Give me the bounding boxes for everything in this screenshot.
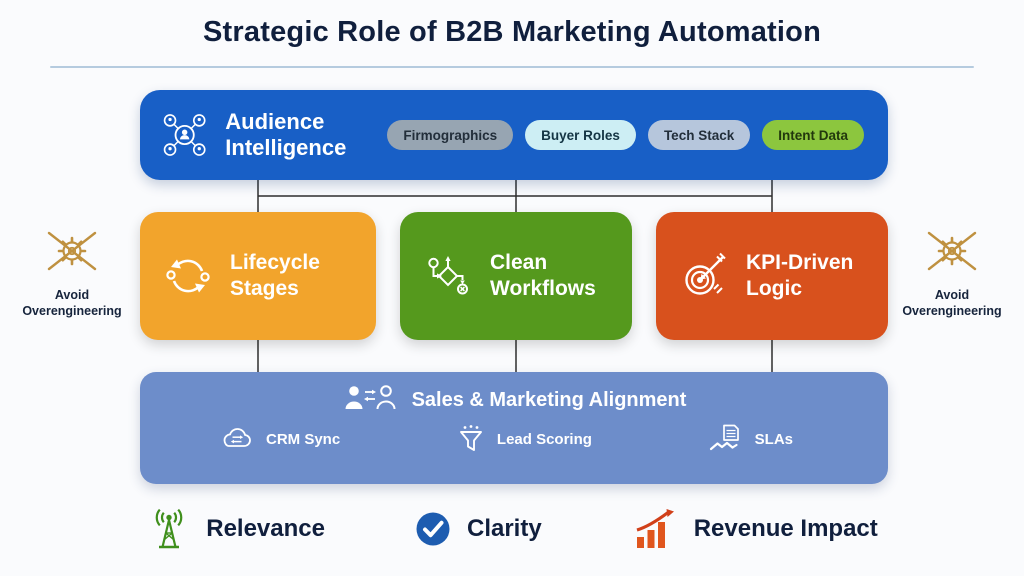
pillar-title: Lifecycle Stages xyxy=(230,251,320,300)
audience-network-icon xyxy=(163,114,206,156)
antenna-icon xyxy=(155,508,183,549)
alignment-items: CRM Sync Lead Scoring xyxy=(140,424,888,454)
alignment-item-lead-scoring: Lead Scoring xyxy=(455,424,592,454)
crm-sync-icon xyxy=(223,428,251,447)
page-title: Strategic Role of B2B Marketing Automati… xyxy=(203,16,821,48)
gear-crossed-icon xyxy=(47,231,97,271)
pill-buyer-roles: Buyer Roles xyxy=(525,120,636,150)
legend-label: Revenue Impact xyxy=(693,515,878,542)
gear-crossed-icon xyxy=(927,231,977,271)
alignment-header: Sales & Marketing Alignment xyxy=(140,383,888,417)
sales-marketing-people-icon xyxy=(345,385,396,410)
warning-left: Avoid Overengineering xyxy=(8,224,136,320)
warning-label: Avoid Overengineering xyxy=(902,288,1002,319)
pillar-title: KPI-Driven Logic xyxy=(746,251,854,300)
check-circle-icon xyxy=(416,512,450,546)
legend-label: Clarity xyxy=(466,515,542,542)
legend-clarity: Clarity xyxy=(413,509,542,549)
legend: Relevance Clarity Revenue Impact xyxy=(0,506,1024,552)
alignment-title: Sales & Marketing Alignment xyxy=(411,388,687,411)
audience-pills: Firmographics Buyer Roles Tech Stack Int… xyxy=(387,120,864,150)
alignment-item-slas: SLAs xyxy=(707,424,793,454)
lifecycle-icon xyxy=(166,259,210,293)
target-icon xyxy=(685,252,726,295)
pillar-lifecycle-stages: Lifecycle Stages xyxy=(140,212,376,340)
warning-right: Avoid Overengineering xyxy=(888,224,1016,320)
lead-scoring-icon xyxy=(459,425,482,451)
title-divider xyxy=(50,66,974,68)
alignment-item-label: SLAs xyxy=(754,430,793,448)
pillar-clean-workflows: Clean Workflows xyxy=(400,212,632,340)
pillar-kpi-driven-logic: KPI-Driven Logic xyxy=(656,212,888,340)
pillar-title: Clean Workflows xyxy=(490,251,596,300)
alignment-item-label: Lead Scoring xyxy=(496,430,592,448)
alignment-item-crm-sync: CRM Sync xyxy=(218,424,340,454)
slas-icon xyxy=(709,424,739,451)
audience-intelligence-box: Audience Intelligence Firmographics Buye… xyxy=(140,90,888,180)
legend-revenue-impact: Revenue Impact xyxy=(630,508,878,550)
alignment-item-label: CRM Sync xyxy=(266,430,341,448)
pill-firmographics: Firmographics xyxy=(387,120,514,150)
pill-intent-data: Intent Data xyxy=(762,120,864,150)
pill-tech-stack: Tech Stack xyxy=(647,120,751,150)
alignment-box: Sales & Marketing Alignment CRM Sync xyxy=(140,372,888,484)
workflow-icon xyxy=(428,256,468,295)
audience-title: Audience Intelligence xyxy=(225,109,347,160)
warning-label: Avoid Overengineering xyxy=(22,288,122,319)
legend-label: Relevance xyxy=(206,515,325,542)
growth-chart-icon xyxy=(636,509,674,548)
legend-relevance: Relevance xyxy=(146,506,325,552)
